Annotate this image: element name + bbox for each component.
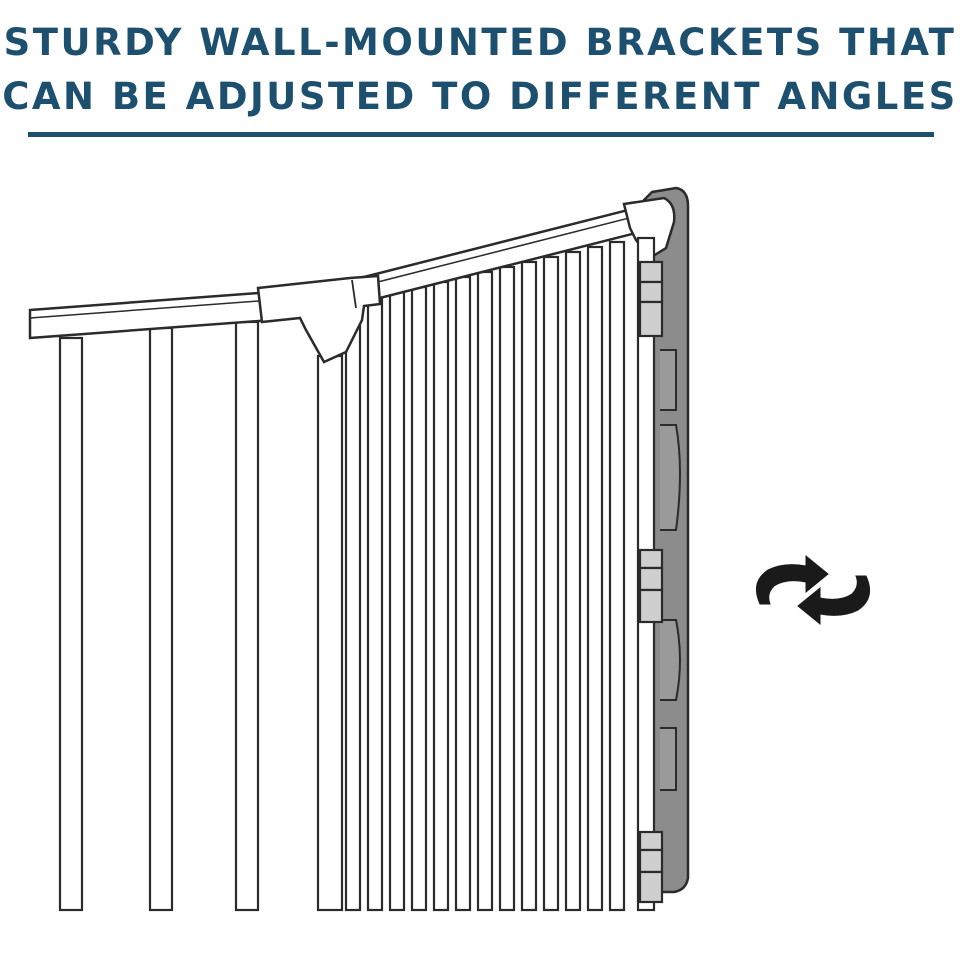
center-connector	[256, 274, 382, 364]
rotate-arrows-icon	[755, 554, 871, 626]
hinge-top	[638, 260, 664, 338]
headline: STURDY WALL-MOUNTED BRACKETS THAT CAN BE…	[0, 16, 960, 124]
headline-divider	[28, 132, 934, 137]
headline-line-2: CAN BE ADJUSTED TO DIFFERENT ANGLES	[2, 75, 958, 118]
headline-line-1: STURDY WALL-MOUNTED BRACKETS THAT	[3, 21, 957, 64]
right-gate-panel	[344, 240, 626, 912]
hinge-bottom	[638, 830, 664, 904]
gate-illustration	[28, 186, 871, 912]
hinge-middle	[638, 548, 664, 624]
left-gate-panel	[58, 320, 344, 912]
